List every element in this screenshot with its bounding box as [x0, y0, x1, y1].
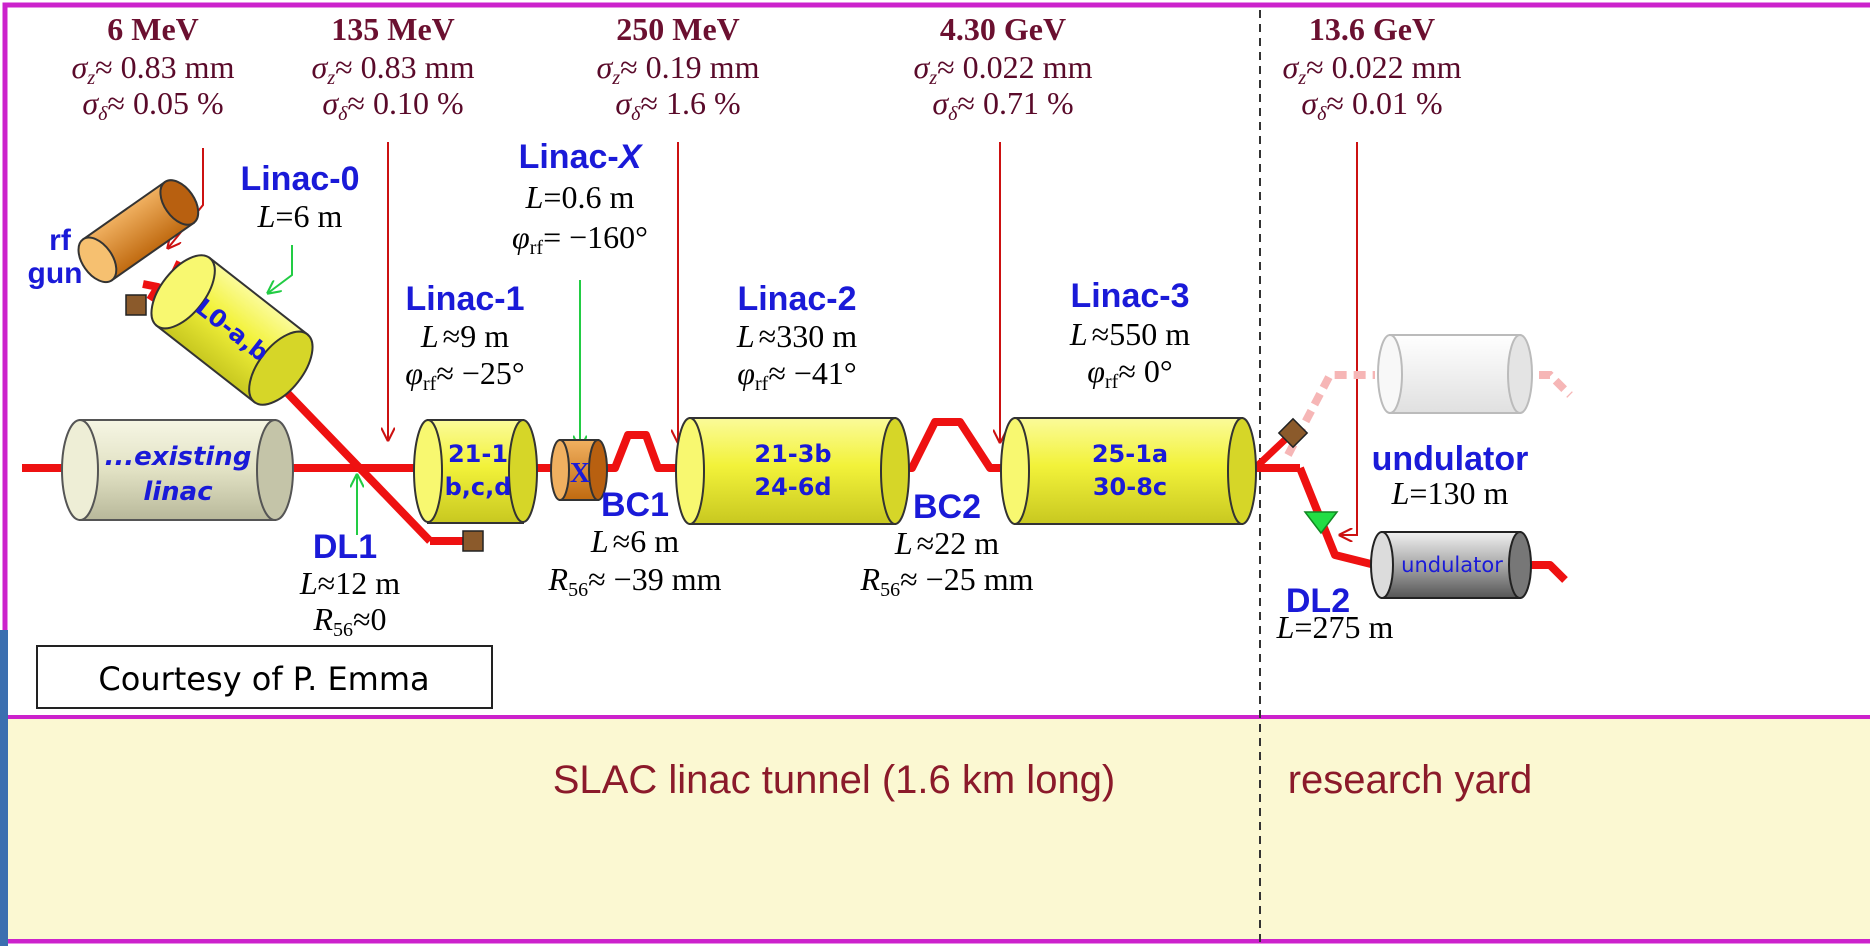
- dl2-dogleg: [1296, 466, 1376, 569]
- section-header-3: 4.30 GeV σz≈ 0.022 mm σδ≈ 0.71 %: [914, 11, 1093, 125]
- svg-text:135 MeV: 135 MeV: [331, 11, 455, 47]
- courtesy-text: Courtesy of P. Emma: [98, 660, 429, 698]
- linac2-cyl-label-2: 24-6d: [754, 473, 831, 501]
- undulator-title: undulator: [1372, 440, 1529, 478]
- linac1-length: L≈9 m: [420, 318, 509, 354]
- arrow-13gev: [1340, 142, 1358, 535]
- section-header-0: 6 MeV σz≈ 0.83 mm σδ≈ 0.05 %: [72, 11, 235, 125]
- footer-tunnel-label: SLAC linac tunnel (1.6 km long): [553, 758, 1116, 802]
- section-header-1: 135 MeV σz≈ 0.83 mm σδ≈ 0.10 %: [312, 11, 475, 125]
- linac0-length: L=6 m: [257, 198, 343, 234]
- bc1-chicane: [598, 431, 690, 472]
- linac2-length: L≈330 m: [736, 318, 857, 354]
- linac1-cyl-label-1: 21-1: [448, 440, 508, 468]
- rf-gun: [77, 179, 200, 284]
- linac1-phase: φrf≈ −25°: [405, 355, 524, 395]
- rf-gun-label-1: rf: [49, 224, 72, 257]
- svg-text:σδ≈ 0.10 %: σδ≈ 0.10 %: [322, 85, 463, 125]
- linac3-phase: φrf≈ 0°: [1087, 353, 1172, 393]
- section-header-4: 13.6 GeV σz≈ 0.022 mm σδ≈ 0.01 %: [1283, 11, 1462, 125]
- linacx-cylinder: X: [550, 439, 608, 501]
- svg-text:6 MeV: 6 MeV: [107, 11, 199, 47]
- linac3-cyl-label-2: 30-8c: [1093, 473, 1167, 501]
- arrow-linac0: [268, 245, 293, 293]
- existing-linac-cylinder: ...existing linac: [61, 419, 294, 521]
- existing-linac-label-1: ...existing: [105, 442, 252, 472]
- dl1-r56: R56≈0: [312, 601, 386, 641]
- linac0-title: Linac-0: [240, 160, 359, 198]
- rf-gun-label-2: gun: [28, 257, 83, 290]
- svg-text:σδ≈ 0.71 %: σδ≈ 0.71 %: [932, 85, 1073, 125]
- bc1-length: L≈6 m: [590, 523, 679, 559]
- svg-text:σδ≈ 0.05 %: σδ≈ 0.05 %: [82, 85, 223, 125]
- svg-text:σδ≈ 0.01 %: σδ≈ 0.01 %: [1301, 85, 1442, 125]
- undulator-cyl-label: undulator: [1401, 553, 1503, 577]
- footer-yard-label: research yard: [1288, 758, 1533, 802]
- existing-linac-label-2: linac: [143, 477, 213, 507]
- linac2-phase: φrf≈ −41°: [737, 355, 856, 395]
- bc2-title: BC2: [913, 488, 981, 526]
- pointer-arrows: [168, 142, 1358, 535]
- linacx-phase: φrf= −160°: [512, 219, 648, 259]
- linac2-cyl-label-1: 21-3b: [754, 440, 831, 468]
- left-edge-strip: [0, 630, 8, 946]
- svg-text:σz≈ 0.83 mm: σz≈ 0.83 mm: [72, 49, 235, 89]
- dl2-length: L=275 m: [1276, 609, 1394, 645]
- linac2-title: Linac-2: [737, 280, 856, 318]
- linac1-title: Linac-1: [405, 280, 524, 318]
- undulator-cylinder: undulator: [1370, 531, 1532, 599]
- svg-text:σz≈ 0.022 mm: σz≈ 0.022 mm: [914, 49, 1093, 89]
- courtesy-box: Courtesy of P. Emma: [36, 645, 493, 709]
- linac3-cyl-label-1: 25-1a: [1092, 440, 1168, 468]
- linac0-cylinder: L0-a,b: [150, 254, 314, 406]
- section-header-2: 250 MeV σz≈ 0.19 mm σδ≈ 1.6 %: [597, 11, 760, 125]
- branch-to-dump: [1252, 432, 1293, 471]
- linac1-cyl-label-2: b,c,d: [445, 473, 512, 501]
- bc2-length: L≈22 m: [894, 525, 999, 561]
- bc2-r56: R56≈ −25 mm: [860, 561, 1034, 601]
- gun-to-l0-line: [142, 280, 162, 303]
- dl1-title: DL1: [313, 528, 377, 566]
- dl2-triangle-marker: [1303, 511, 1339, 535]
- linac3-title: Linac-3: [1070, 277, 1189, 315]
- svg-text:σδ≈ 1.6 %: σδ≈ 1.6 %: [615, 85, 740, 125]
- linacx-cyl-label: X: [570, 458, 590, 489]
- svg-text:σz≈ 0.83 mm: σz≈ 0.83 mm: [312, 49, 475, 89]
- dl2-title: DL2: [1286, 582, 1350, 620]
- bc1-r56: R56≈ −39 mm: [548, 561, 722, 601]
- svg-text:σz≈ 0.022 mm: σz≈ 0.022 mm: [1283, 49, 1462, 89]
- gun-dump: [125, 294, 147, 316]
- linacx-title: Linac-X: [519, 138, 644, 176]
- svg-text:250 MeV: 250 MeV: [616, 11, 740, 47]
- ghost-undulator-cylinder: [1377, 334, 1533, 414]
- green-arrows: [268, 245, 580, 535]
- undulator-length: L=130 m: [1391, 475, 1509, 511]
- svg-text:σz≈ 0.19 mm: σz≈ 0.19 mm: [597, 49, 760, 89]
- dl1-length: L≈12 m: [299, 565, 400, 601]
- dl1-dump: [462, 530, 484, 552]
- yard-dump: [1277, 417, 1309, 449]
- linac3-cylinder: 25-1a 30-8c: [1000, 417, 1257, 525]
- bc1-title: BC1: [601, 486, 669, 524]
- svg-text:13.6 GeV: 13.6 GeV: [1309, 11, 1435, 47]
- linac1-cylinder: 21-1 b,c,d: [413, 419, 538, 524]
- footer-band: [7, 717, 1870, 939]
- linac3-length: L≈550 m: [1069, 316, 1190, 352]
- linacx-length: L=0.6 m: [525, 179, 635, 215]
- svg-text:4.30 GeV: 4.30 GeV: [940, 11, 1066, 47]
- linac2-cylinder: 21-3b 24-6d: [675, 417, 910, 525]
